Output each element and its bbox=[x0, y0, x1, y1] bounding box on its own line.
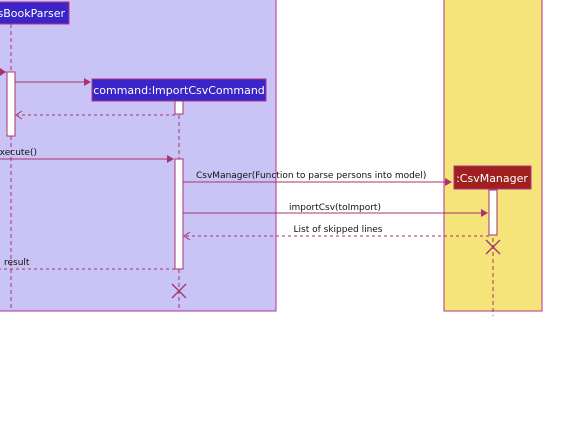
skipped-lines-label: List of skipped lines bbox=[294, 225, 383, 235]
parser-activation bbox=[6, 71, 16, 137]
command-destroy-mark bbox=[171, 283, 187, 299]
execute-arrowhead bbox=[167, 155, 174, 163]
command-participant-label: command:ImportCsvCommand bbox=[93, 84, 265, 97]
csvmanager-destroy-mark bbox=[485, 239, 501, 255]
csvmanager-activation bbox=[488, 189, 498, 236]
create-command-arrowhead bbox=[84, 78, 91, 86]
import-csv-arrowhead bbox=[481, 209, 488, 217]
csvmanager-constructor-arrowhead bbox=[445, 178, 452, 186]
logic-group-box bbox=[0, 0, 277, 312]
result-label: result bbox=[4, 258, 30, 268]
incoming-call-arrowhead bbox=[0, 68, 6, 76]
constructor-return-arrowhead bbox=[15, 110, 23, 120]
csvmanager-constructor-label: CsvManager(Function to parse persons int… bbox=[196, 171, 426, 181]
execute-label: execute() bbox=[0, 148, 37, 158]
parser-participant-label: :AddressBookParser bbox=[0, 7, 65, 20]
command-execute-activation bbox=[174, 158, 184, 270]
import-csv-label: importCsv(toImport) bbox=[289, 203, 381, 213]
csvmanager-participant-label: :CsvManager bbox=[456, 172, 528, 185]
parser-participant-box bbox=[0, 1, 70, 25]
model-group-box bbox=[443, 0, 543, 312]
skipped-lines-arrowhead bbox=[183, 231, 191, 241]
command-construct-activation bbox=[174, 100, 184, 115]
